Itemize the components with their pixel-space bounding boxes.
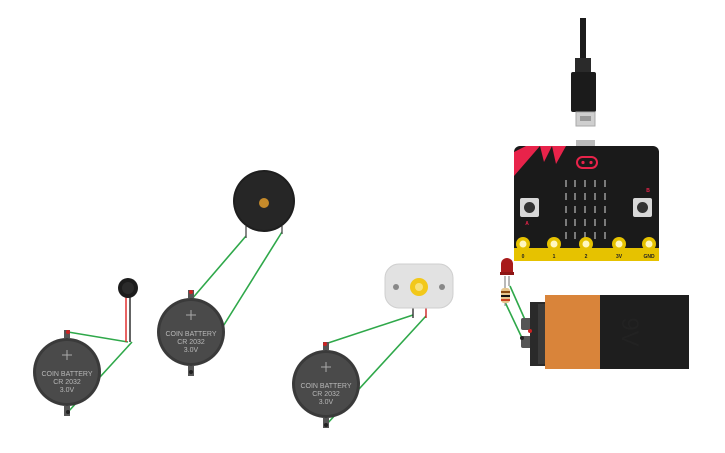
- pin-3v[interactable]: 3V: [612, 237, 626, 260]
- vibration-motor-icon[interactable]: [118, 278, 138, 342]
- coin-battery-voltage: 3.0V: [184, 347, 199, 354]
- pin-2[interactable]: 2: [579, 237, 593, 260]
- coin-battery-model: CR 2032: [53, 379, 81, 386]
- pin-label: 2: [585, 254, 588, 260]
- pin-label: 1: [553, 254, 556, 260]
- red-led-icon[interactable]: [500, 258, 514, 290]
- pin-1[interactable]: 1: [547, 237, 561, 260]
- coin-battery-label: COIN BATTERY: [165, 331, 216, 338]
- button-b-label: B: [646, 188, 650, 194]
- button-b[interactable]: B: [633, 188, 652, 217]
- coin-battery-voltage: 3.0V: [60, 387, 75, 394]
- pin-label: GND: [643, 254, 655, 260]
- pin-label: 0: [522, 254, 525, 260]
- coin-battery-model: CR 2032: [177, 339, 205, 346]
- wire[interactable]: [67, 331, 129, 343]
- wire[interactable]: [216, 231, 283, 337]
- coin-battery[interactable]: COIN BATTERY CR 2032 3.0V: [33, 330, 101, 416]
- button-a[interactable]: A: [520, 198, 539, 227]
- coin-battery-voltage: 3.0V: [319, 399, 334, 406]
- coin-battery-model: CR 2032: [312, 391, 340, 398]
- battery-9v-label: 9V: [616, 317, 643, 346]
- led-matrix: [565, 180, 606, 239]
- usb-cable-icon[interactable]: [571, 18, 596, 127]
- coin-battery[interactable]: COIN BATTERY CR 2032 3.0V: [292, 342, 360, 428]
- pin-label: 3V: [616, 254, 623, 260]
- microbit-board[interactable]: A B 0 1 2 3V GND: [514, 140, 659, 261]
- pin-0[interactable]: 0: [516, 237, 530, 260]
- button-a-label: A: [525, 221, 529, 227]
- wire[interactable]: [190, 235, 247, 301]
- wire[interactable]: [504, 301, 523, 339]
- pin-gnd[interactable]: GND: [642, 237, 656, 260]
- wire[interactable]: [324, 314, 414, 345]
- resistor-icon[interactable]: [501, 284, 510, 306]
- coin-battery-label: COIN BATTERY: [300, 383, 351, 390]
- battery-9v[interactable]: 9V: [521, 295, 689, 369]
- coin-battery[interactable]: COIN BATTERY CR 2032 3.0V: [157, 290, 225, 376]
- dc-motor-icon[interactable]: [384, 263, 454, 318]
- coin-battery-label: COIN BATTERY: [41, 371, 92, 378]
- piezo-buzzer-icon[interactable]: [233, 170, 295, 238]
